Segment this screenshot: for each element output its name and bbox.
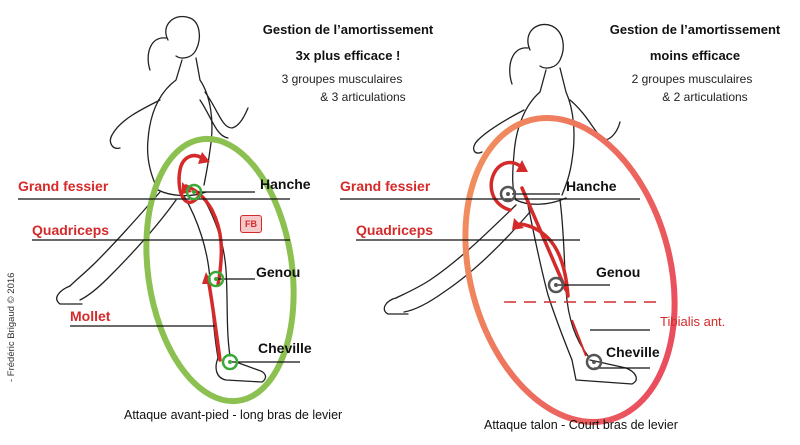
fb-badge: FB: [240, 215, 262, 233]
left-label-hanche: Hanche: [260, 176, 311, 192]
copyright-text: - Frédéric Brigaud © 2016: [6, 272, 17, 382]
left-label-genou: Genou: [256, 264, 301, 280]
right-label-quadriceps: Quadriceps: [356, 222, 434, 238]
left-joints: [185, 183, 239, 371]
right-title-line2: moins efficace: [649, 48, 741, 63]
right-arrowheads: [512, 160, 528, 230]
left-ellipse: [143, 135, 297, 405]
right-joints: [499, 185, 603, 371]
left-arrowheads: [182, 152, 212, 284]
left-title-line1: Gestion de l’amortissement: [262, 22, 434, 37]
left-subtitle-line1: 3 groupes musculaires: [281, 72, 403, 86]
right-muscle-arrows: [489, 160, 570, 298]
right-label-genou: Genou: [596, 264, 641, 280]
right-title-line1: Gestion de l’amortissement: [609, 22, 781, 37]
left-runner-figure: [56, 15, 267, 383]
left-label-quadriceps: Quadriceps: [32, 222, 110, 238]
right-label-cheville: Cheville: [606, 344, 660, 360]
left-label-cheville: Cheville: [258, 340, 312, 356]
right-subtitle-line2: & 2 articulations: [662, 90, 748, 104]
right-caption: Attaque talon - Court bras de levier: [484, 418, 678, 432]
right-ellipse: [462, 115, 678, 425]
left-subtitle-line2: & 3 articulations: [320, 90, 406, 104]
right-subtitle-line1: 2 groupes musculaires: [631, 72, 753, 86]
left-title-line2: 3x plus efficace !: [295, 48, 401, 63]
right-label-tibialis: Tibialis ant.: [660, 314, 726, 329]
left-label-grand-fessier: Grand fessier: [18, 178, 109, 194]
right-label-hanche: Hanche: [566, 178, 617, 194]
right-label-grand-fessier: Grand fessier: [340, 178, 431, 194]
right-pointer-lines: [340, 193, 650, 369]
left-caption: Attaque avant-pied - long bras de levier: [124, 408, 343, 422]
left-label-mollet: Mollet: [70, 308, 111, 324]
